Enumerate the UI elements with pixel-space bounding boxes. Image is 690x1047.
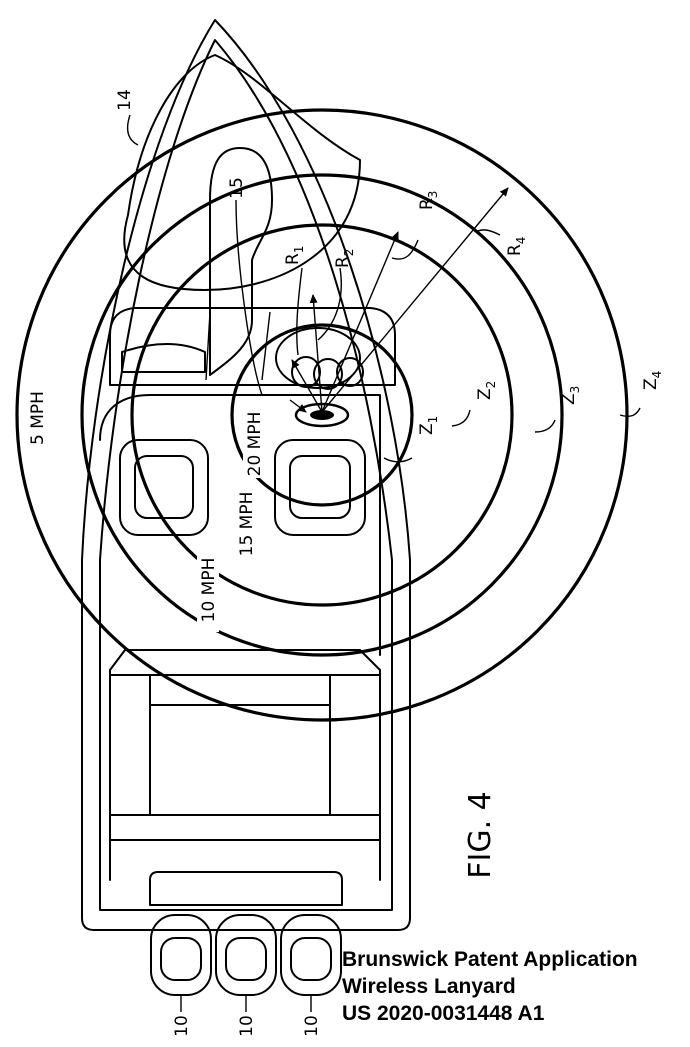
- ref-numeral-engine-2: 10: [237, 1015, 257, 1037]
- caption-block: Brunswick Patent Application Wireless La…: [342, 946, 682, 1027]
- speed-label-10mph: 10 MPH: [199, 558, 219, 623]
- swim-platform: [149, 871, 343, 906]
- radius-label-r3: R3: [417, 191, 440, 210]
- caption-line-2: Wireless Lanyard: [342, 975, 516, 998]
- speed-label-15mph: 15 MPH: [237, 492, 257, 557]
- speed-labels: 5 MPH 10 MPH 15 MPH 20 MPH: [26, 378, 265, 632]
- caption-line-1: Brunswick Patent Application: [342, 948, 638, 971]
- zone-labels: Z1 Z2 Z3 Z4: [417, 371, 664, 435]
- zone-label-z1: Z1: [417, 416, 440, 435]
- ref-numeral-engine-3: 10: [302, 1015, 322, 1037]
- ref-numeral-engine-1: 10: [172, 1015, 192, 1037]
- zone-z3-ring: [80, 173, 564, 657]
- console: [208, 147, 273, 376]
- radius-label-r4: R4: [505, 237, 528, 256]
- radius-arrows: [291, 187, 509, 413]
- zone-z1-ring: [230, 323, 414, 507]
- speed-label-5mph: 5 MPH: [28, 391, 48, 445]
- ref-numeral-operator: 15: [227, 177, 247, 199]
- zone-z4-ring: [15, 108, 629, 722]
- radius-labels: R1 R2 R3 R4: [283, 191, 528, 268]
- speed-label-20mph: 20 MPH: [245, 412, 265, 477]
- zone-z2-ring: [130, 223, 514, 607]
- zone-label-z3: Z3: [559, 386, 582, 405]
- radius-label-r2: R2: [333, 249, 356, 268]
- aft-bench: [109, 649, 381, 881]
- ref-numeral-hull: 14: [115, 89, 135, 111]
- radius-label-r1: R1: [283, 246, 306, 265]
- caption-line-3: US 2020-0031448 A1: [342, 1002, 545, 1025]
- engines: [150, 914, 342, 996]
- zone-label-z2: Z2: [475, 381, 498, 400]
- boat-hull: [81, 19, 411, 931]
- leader-lines: [126, 114, 641, 463]
- figure-label: FIG. 4: [463, 791, 498, 879]
- helm: [275, 327, 364, 390]
- zone-label-z4: Z4: [641, 371, 664, 390]
- bow-seat: [123, 54, 361, 291]
- reference-numerals: 14 15 10 10 10: [115, 89, 322, 1037]
- driver-seat: [274, 439, 366, 536]
- cockpit-wall: [99, 394, 381, 656]
